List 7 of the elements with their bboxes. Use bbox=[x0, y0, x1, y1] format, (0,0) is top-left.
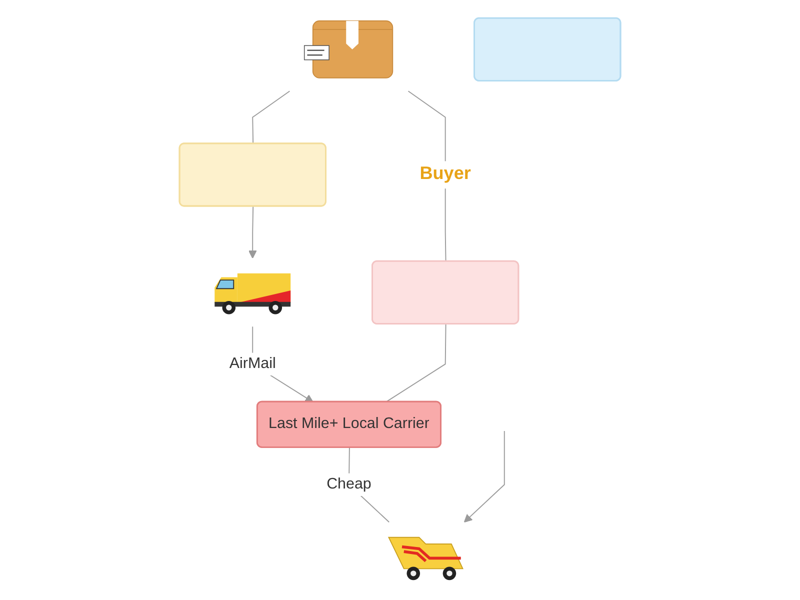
arrow bbox=[464, 430, 505, 523]
edge-label: Cheap bbox=[326, 476, 372, 492]
connector bbox=[252, 90, 290, 144]
arrow bbox=[248, 206, 257, 259]
connector bbox=[385, 324, 446, 403]
edge-label: Buyer bbox=[420, 164, 471, 184]
edge-label: AirMail bbox=[229, 356, 276, 372]
